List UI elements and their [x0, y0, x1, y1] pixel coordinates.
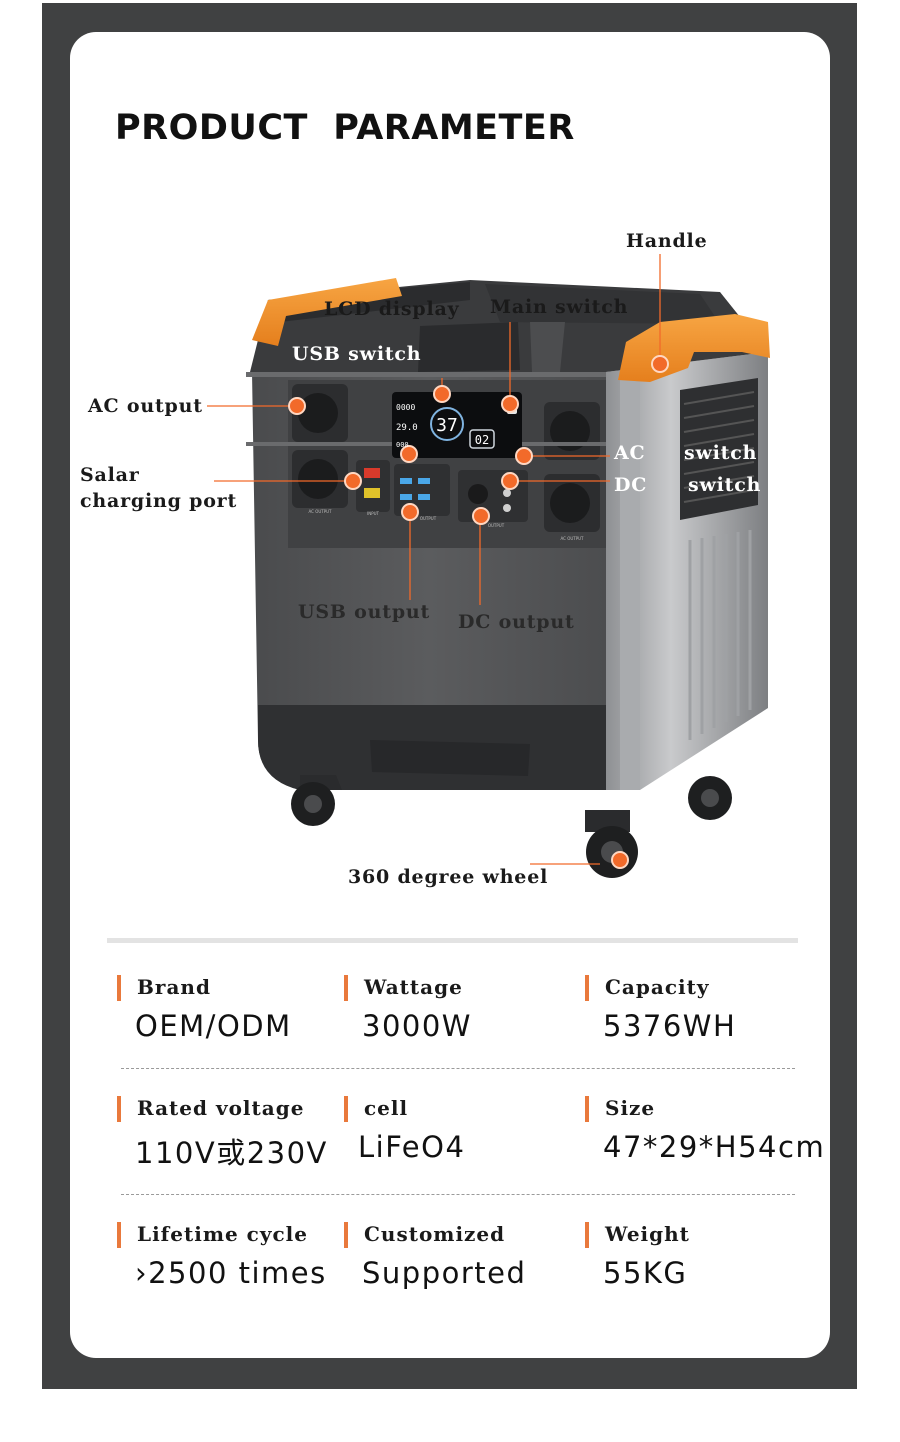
section-divider: [107, 938, 798, 943]
spec-label: Brand: [137, 975, 211, 999]
marker-dc-switch: [501, 472, 519, 490]
panel-label-usb-output: OUTPUT: [420, 516, 437, 521]
lcd-big: 37: [436, 415, 458, 436]
marker-handle: [651, 355, 669, 373]
callout-solar-line1: Salar: [80, 464, 140, 486]
marker-usb-output: [401, 503, 419, 521]
panel-label-ac-right: AC OUTPUT: [560, 536, 584, 541]
spec-accent-bar: [344, 1096, 348, 1122]
callout-solar-line2: charging port: [80, 490, 238, 512]
callout-main-switch: Main switch: [490, 296, 629, 318]
spec-accent-bar: [585, 975, 589, 1001]
spec-label: Weight: [605, 1222, 690, 1246]
callout-dc-switch-label: DC: [614, 474, 648, 496]
lcd-left-top: 0000: [396, 403, 415, 412]
panel-label-dc-output: OUTPUT: [488, 523, 505, 528]
marker-ac-output: [288, 397, 306, 415]
spec-value: ›2500 times: [135, 1256, 327, 1290]
spec-label: cell: [364, 1096, 409, 1120]
marker-lcd: [433, 385, 451, 403]
callout-handle: Handle: [626, 230, 708, 252]
spec-accent-bar: [117, 1222, 121, 1248]
spec-value: 3000W: [362, 1009, 472, 1043]
side-panel: [606, 352, 768, 790]
spec-accent-bar: [117, 1096, 121, 1122]
spec-value: 110V或230V: [135, 1136, 328, 1170]
marker-dc-output: [472, 507, 490, 525]
marker-solar-port: [344, 472, 362, 490]
spec-value: 5376WH: [603, 1009, 737, 1043]
marker-wheel: [611, 851, 629, 869]
callout-wheel: 360 degree wheel: [348, 866, 549, 888]
spec-label: Rated voltage: [137, 1096, 305, 1120]
spec-label: Size: [605, 1096, 656, 1120]
leader-lines: [207, 254, 661, 865]
callout-dc-switch-word: switch: [688, 474, 762, 496]
spec-accent-bar: [585, 1222, 589, 1248]
page-title: PRODUCT PARAMETER: [115, 108, 575, 148]
callout-ac-switch-label: AC: [614, 442, 646, 464]
wheels: [291, 775, 732, 878]
spec-value: 47*29*H54cm: [603, 1130, 826, 1164]
spec-label: Capacity: [605, 975, 710, 999]
callout-dc-output: DC output: [458, 611, 575, 633]
panel-label-input: INPUT: [367, 511, 380, 516]
marker-usb-switch: [400, 445, 418, 463]
spec-accent-bar: [585, 1096, 589, 1122]
panel-label-ac-left: AC OUTPUT: [308, 509, 332, 514]
left-handle: [252, 278, 402, 346]
callout-lcd-display: LCD display: [324, 298, 460, 320]
spec-value: LiFeO4: [358, 1130, 466, 1164]
spec-value: OEM/ODM: [135, 1009, 292, 1043]
control-panel: [246, 372, 606, 548]
spec-accent-bar: [344, 975, 348, 1001]
power-station-illustration: 0000 29.0 000 37 02 AC OUTPUT INPUT OUTP…: [207, 254, 770, 878]
row-separator: [121, 1068, 795, 1069]
lcd-small: 02: [475, 433, 489, 447]
spec-value: 55KG: [603, 1256, 688, 1290]
spec-value: Supported: [362, 1256, 527, 1290]
callout-ac-output: AC output: [88, 395, 203, 417]
callout-markers: [288, 355, 669, 869]
marker-main-switch: [501, 395, 519, 413]
callout-usb-switch: USB switch: [292, 343, 422, 365]
row-separator: [121, 1194, 795, 1195]
lcd-left-bot: 000: [396, 441, 409, 449]
spec-accent-bar: [344, 1222, 348, 1248]
marker-ac-switch: [515, 447, 533, 465]
spec-label: Customized: [364, 1222, 506, 1246]
spec-accent-bar: [117, 975, 121, 1001]
spec-label: Wattage: [364, 975, 463, 999]
callout-usb-output: USB output: [298, 601, 431, 623]
callout-ac-switch-word: switch: [684, 442, 758, 464]
spec-label: Lifetime cycle: [137, 1222, 308, 1246]
lcd-left-mid: 29.0: [396, 423, 418, 433]
